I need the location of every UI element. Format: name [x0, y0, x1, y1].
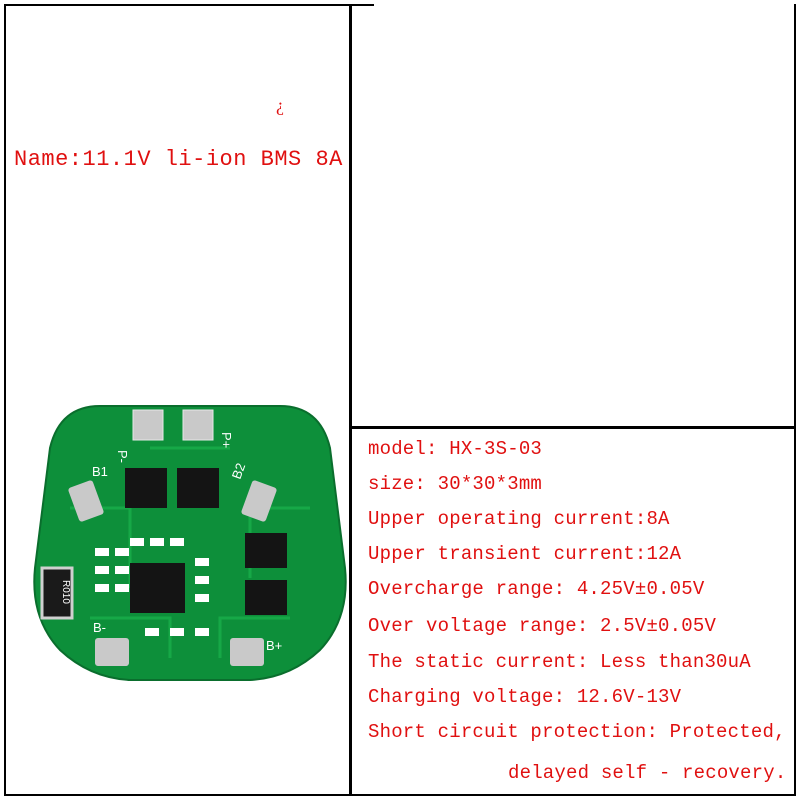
- spec-line: Upper operating current:8A: [368, 508, 670, 530]
- spec-line: size: 30*30*3mm: [368, 473, 543, 495]
- spec-line: model: HX-3S-03: [368, 438, 543, 460]
- spec-line: Overcharge range: 4.25V±0.05V: [368, 578, 705, 600]
- label-b2: B2: [229, 461, 249, 481]
- product-name: Name:11.1V li-ion BMS 8A: [14, 147, 343, 172]
- frame-divider-vertical: [349, 4, 352, 796]
- protection-ic: [130, 563, 185, 613]
- mosfet-chip: [245, 533, 287, 568]
- label-p-plus: P+: [219, 432, 234, 448]
- pad-p-minus: [132, 409, 164, 441]
- pad-b1: [68, 480, 104, 522]
- frame-left: [4, 4, 6, 796]
- mosfet-chip: [125, 468, 167, 508]
- frame-divider-horizontal: [349, 426, 796, 429]
- mosfet-chip: [245, 580, 287, 615]
- spec-line: The static current: Less than30uA: [368, 651, 751, 673]
- pad-b-minus: [95, 638, 129, 666]
- stray-mark: ¿: [276, 95, 284, 115]
- pad-b2: [241, 480, 277, 522]
- spec-line: Charging voltage: 12.6V-13V: [368, 686, 682, 708]
- spec-line: Over voltage range: 2.5V±0.05V: [368, 615, 717, 637]
- bms-board-image: P- P+ B1 B2 B- B+ R010: [33, 405, 347, 681]
- spec-line: delayed self - recovery.: [508, 762, 787, 784]
- label-b-minus: B-: [93, 620, 106, 635]
- frame-bottom: [4, 794, 796, 796]
- pad-b-plus: [230, 638, 264, 666]
- spec-line: Short circuit protection: Protected,: [368, 721, 786, 743]
- resistor-marking: R010: [60, 580, 71, 604]
- label-b-plus: B+: [266, 638, 282, 653]
- shunt-resistor: [40, 566, 74, 620]
- frame-right: [794, 4, 796, 796]
- frame-top-left: [4, 4, 374, 6]
- mosfet-chip: [177, 468, 219, 508]
- label-b1: B1: [92, 464, 108, 479]
- spec-line: Upper transient current:12A: [368, 543, 682, 565]
- passive-components: [95, 538, 209, 636]
- pad-p-plus: [182, 409, 214, 441]
- label-p-minus: P-: [115, 450, 130, 463]
